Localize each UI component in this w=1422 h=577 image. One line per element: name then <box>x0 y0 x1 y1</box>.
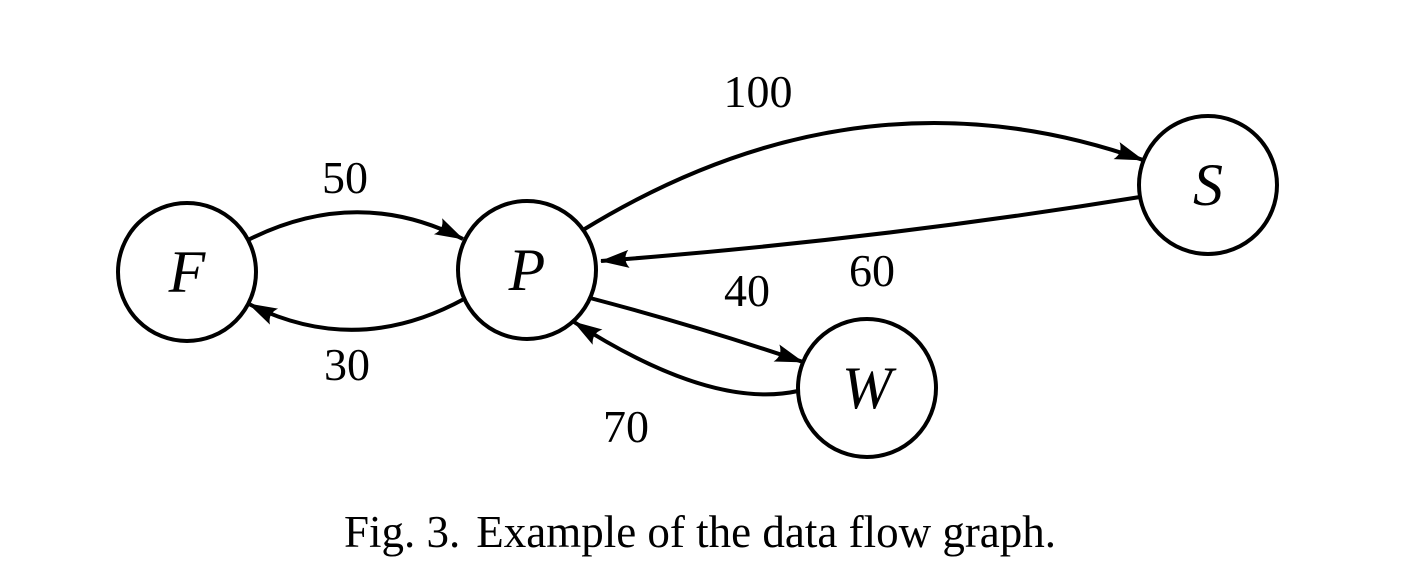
node-F-circle <box>116 201 258 343</box>
edge-F-P <box>247 210 464 242</box>
edge-P-W <box>589 296 804 364</box>
node-P: P <box>456 199 598 341</box>
node-S: S <box>1137 114 1279 256</box>
node-W-circle <box>796 317 938 459</box>
edge-P-F <box>248 297 465 332</box>
edge-weight-P-F: 30 <box>324 339 370 390</box>
edge-P-S <box>581 120 1144 232</box>
node-P-circle <box>456 199 598 341</box>
figure-caption-text: Example of the data flow graph. <box>476 507 1057 557</box>
node-F: F <box>116 201 258 343</box>
edge-weight-F-P: 50 <box>322 152 368 203</box>
edge-W-P <box>572 320 799 397</box>
node-S-circle <box>1137 114 1279 256</box>
edge-weight-W-P: 70 <box>603 401 649 452</box>
node-F-label: F <box>168 239 207 305</box>
edges <box>247 120 1144 397</box>
node-W-label: W <box>842 355 897 421</box>
edge-S-P <box>600 195 1141 268</box>
figure-caption: Fig. 3. Example of the data flow graph. <box>0 506 1400 558</box>
edge-weight-S-P: 60 <box>849 245 895 296</box>
edge-weight-P-S: 100 <box>724 66 793 117</box>
edge-weights: 50 30 100 60 40 70 <box>322 66 895 452</box>
node-S-label: S <box>1193 152 1223 218</box>
figure-caption-number: Fig. 3. <box>343 507 461 557</box>
node-P-label: P <box>508 237 546 303</box>
node-W: W <box>796 317 938 459</box>
edge-weight-P-W: 40 <box>724 265 770 316</box>
